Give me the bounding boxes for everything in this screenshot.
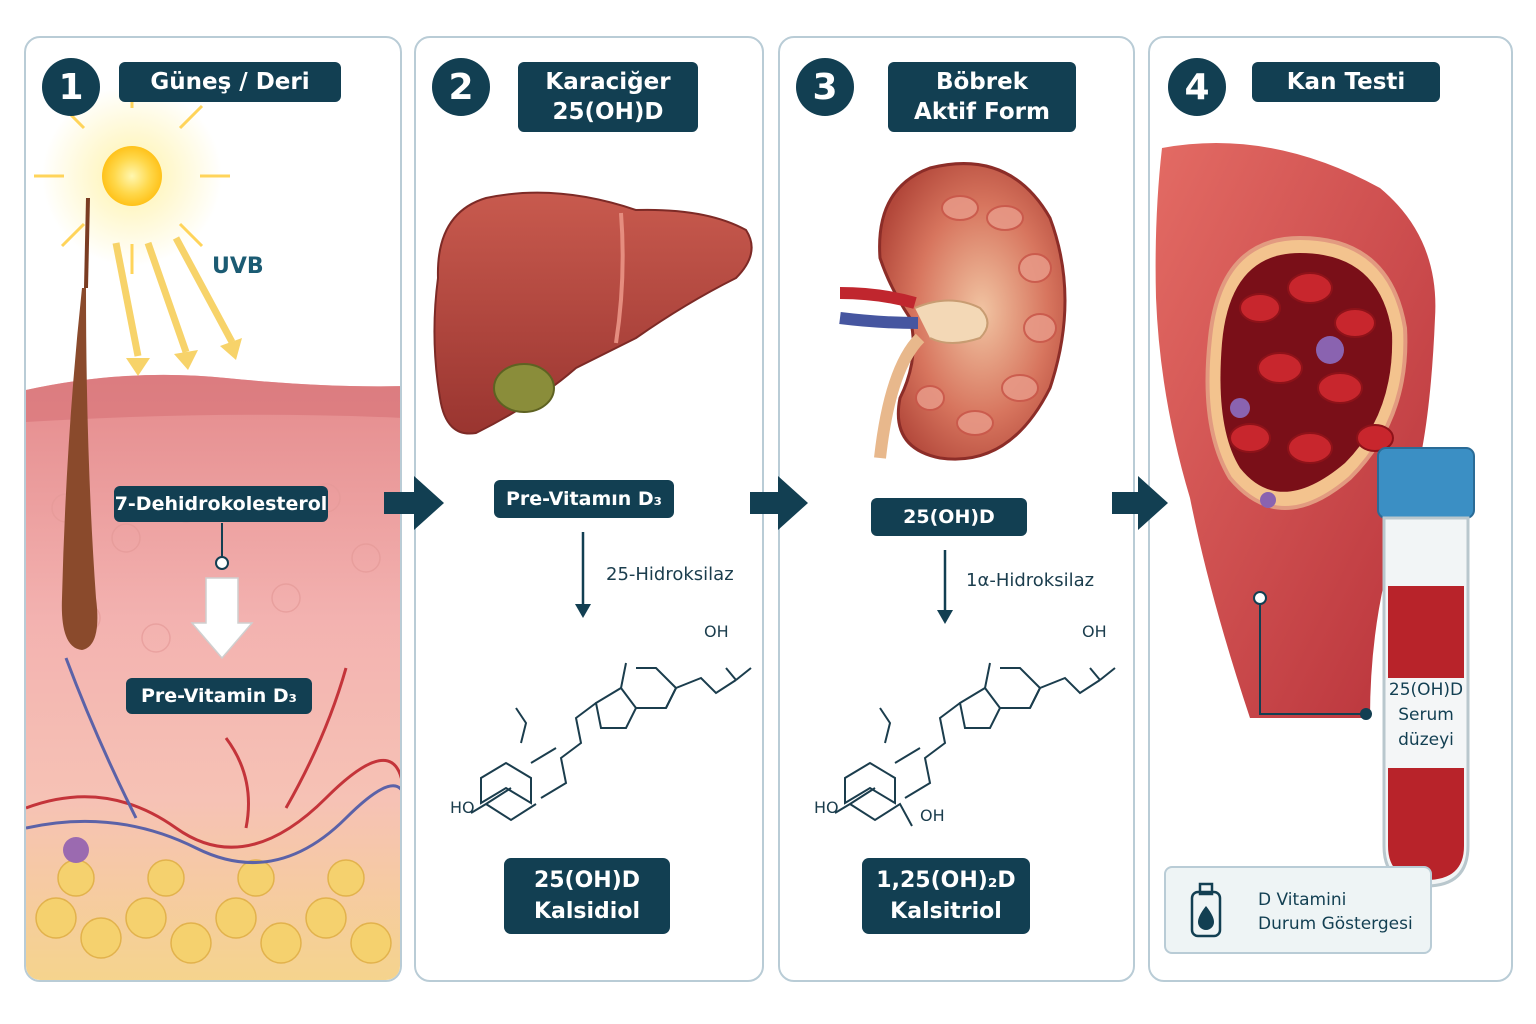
calcidiol-name: Kalsidiol — [533, 899, 640, 924]
hair-follicle — [61, 288, 98, 650]
calcitriol-formula: 1,25(OH)₂D — [876, 868, 1016, 893]
step-title-1: Güneş / Deri — [119, 62, 341, 102]
panel-liver: 2 Karaciğer 25(OH)D Pre-Vitamın D₃ 25-Hi… — [414, 36, 764, 982]
blood-tube-icon — [1377, 447, 1475, 888]
calcidiol-box: 25(OH)D Kalsidiol — [504, 858, 670, 934]
calcitriol-box: 1,25(OH)₂D Kalsitriol — [862, 858, 1030, 934]
step-title-4: Kan Testi — [1252, 62, 1440, 102]
ho-label-kidney: HO — [814, 798, 839, 817]
panel-sun-skin: 1 Güneş / Deri UVB 7-Dehidrokolesterol P… — [24, 36, 402, 982]
step-number-1: 1 — [42, 58, 100, 116]
precursor-label: 7-Dehidrokolesterol — [114, 486, 328, 522]
step-number-4: 4 — [1168, 58, 1226, 116]
step-number-3: 3 — [796, 58, 854, 116]
gallbladder-icon — [493, 363, 555, 413]
input-pre-vitamin-label: Pre-Vitamın D₃ — [494, 480, 674, 518]
calcidiol-structure: HO — [458, 662, 752, 838]
step-number-2: 2 — [432, 58, 490, 116]
calcitriol-structure — [834, 662, 1116, 827]
tube-serum-label: 25(OH)D Serum düzeyi — [1386, 678, 1466, 768]
skin-illustration — [26, 78, 400, 980]
vitamin-d-status-indicator: D Vitamini Durum Göstergesi — [1164, 866, 1432, 954]
sun-icon — [102, 146, 162, 206]
oh-top-label: OH — [704, 622, 729, 641]
panel-kidney: 3 Böbrek Aktif Form 25(OH)D 1α-Hidroksil… — [778, 36, 1135, 982]
white-blood-cell-icon — [1316, 336, 1344, 364]
conversion-arrow-kidney — [937, 550, 953, 624]
enzyme-1alpha-hydroxylase: 1α-Hidroksilaz — [966, 570, 1095, 591]
calcidiol-formula: 25(OH)D — [533, 868, 641, 893]
liver-illustration — [433, 191, 753, 435]
blood-bag-icon — [1190, 882, 1222, 938]
status-text: D Vitamini Durum Göstergesi — [1258, 890, 1413, 934]
input-25ohd-label: 25(OH)D — [871, 498, 1027, 536]
immune-cell — [63, 837, 89, 863]
pre-vitamin-d3-label: Pre-Vitamin D₃ — [126, 678, 312, 714]
enzyme-25-hydroxylase: 25-Hidroksilaz — [606, 564, 734, 585]
blood-vessel-illustration — [1155, 143, 1436, 720]
panel-blood-test: 4 Kan Testi 25(OH)D Serum düzeyi — [1148, 36, 1513, 982]
oh-bottom-label-kidney: OH — [920, 806, 945, 825]
ho-label: HO — [450, 798, 475, 817]
svg-text:HO: HO — [458, 835, 483, 838]
step-title-2: Karaciğer 25(OH)D — [518, 62, 698, 132]
oh-top-label-kidney: OH — [1082, 622, 1107, 641]
conversion-arrow — [190, 577, 254, 660]
kidney-illustration — [839, 162, 1067, 461]
step-title-3: Böbrek Aktif Form — [888, 62, 1076, 132]
conversion-arrow-liver — [575, 532, 591, 618]
uvb-label: UVB — [212, 254, 264, 279]
calcitriol-name: Kalsitriol — [890, 899, 1002, 924]
